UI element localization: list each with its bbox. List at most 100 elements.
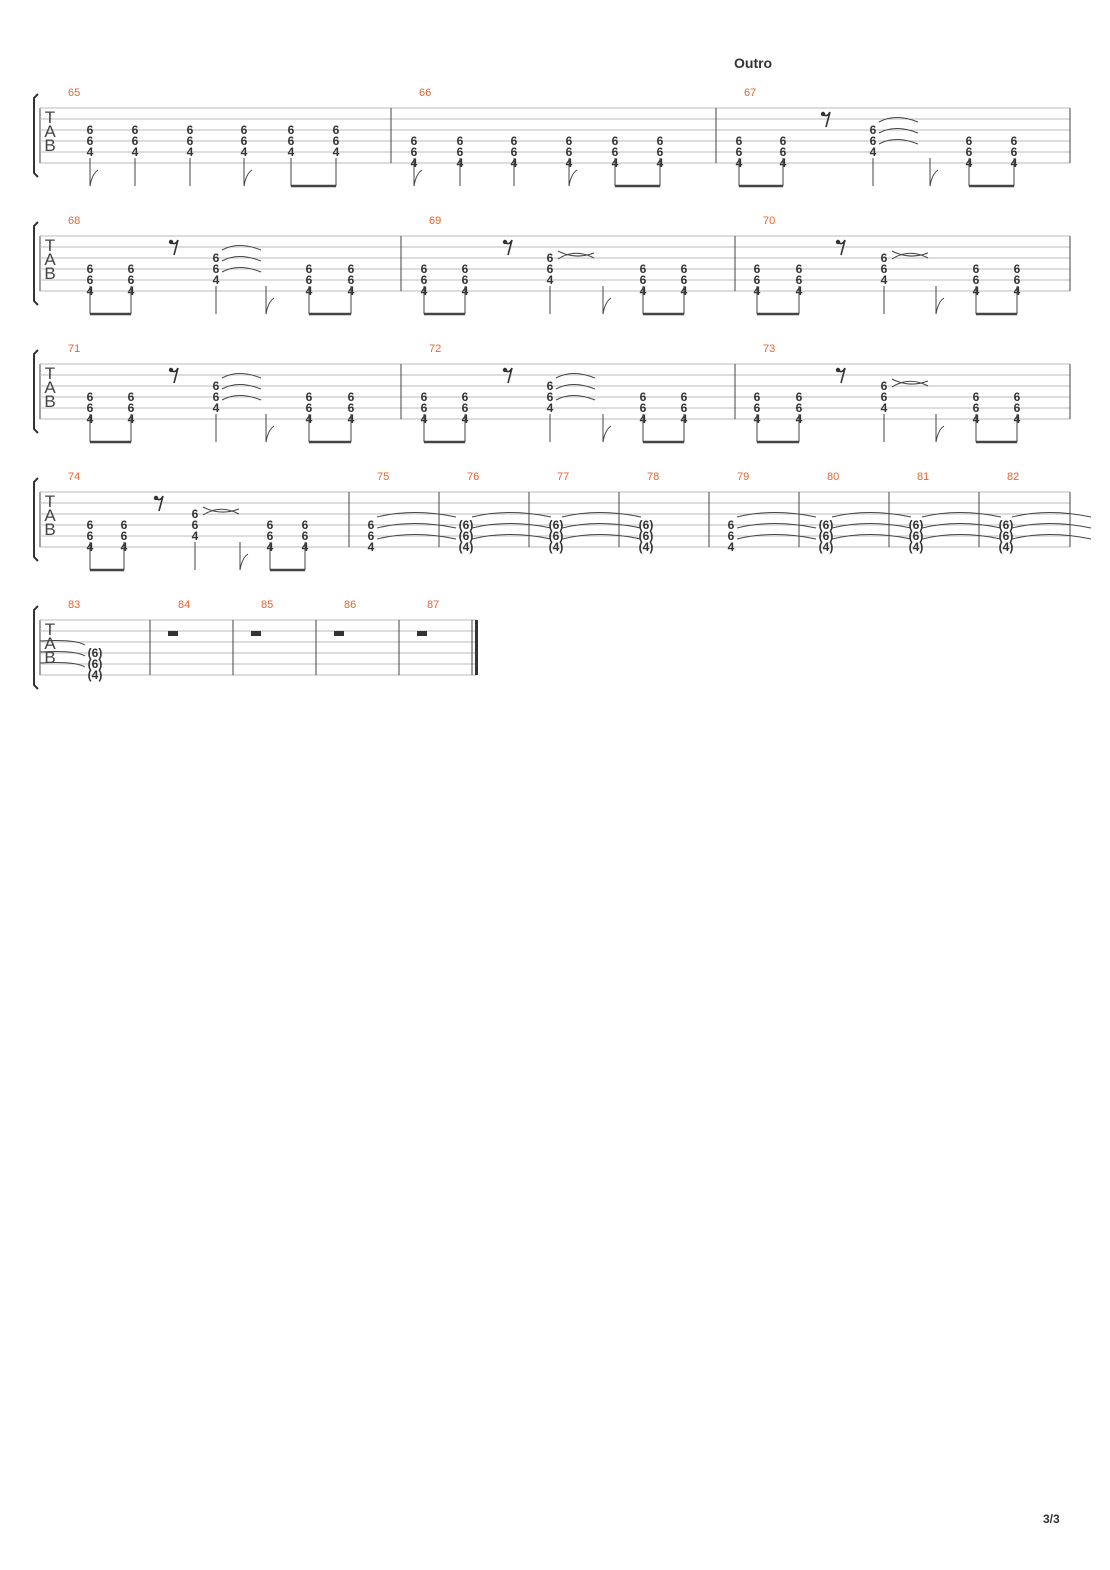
fret-number: 6 <box>87 518 94 532</box>
note-flag <box>935 425 945 443</box>
fret-number: 6 <box>421 401 428 415</box>
fret-number: 6 <box>657 134 664 148</box>
fret-number: 6 <box>640 401 647 415</box>
tie-arc <box>921 523 1002 529</box>
fret-number: 4 <box>213 401 220 415</box>
tab-system-2: TAB6866466466466466469664664664664664706… <box>33 215 1071 316</box>
tab-clef-letter: T <box>45 492 55 511</box>
tab-system-1: TAB6566466466466466466466664664664664664… <box>33 87 1071 188</box>
measure-77: 77(6)(6)(4) <box>549 471 642 554</box>
fret-number: 6 <box>973 262 980 276</box>
eighth-rest <box>835 239 846 256</box>
note-flag <box>243 169 253 187</box>
fret-number: 6 <box>1014 390 1021 404</box>
chord: 664 <box>881 250 929 287</box>
fret-number: 6 <box>87 273 94 287</box>
tie-arc <box>891 252 929 260</box>
fret-number: 6 <box>128 273 135 287</box>
tie-arc <box>471 534 552 540</box>
eighth-rest <box>153 495 164 512</box>
chord: 664 <box>213 373 262 415</box>
measure-number: 76 <box>467 471 479 483</box>
tie-arc <box>1011 523 1092 529</box>
measure-74: 74664664664664664 <box>68 471 309 572</box>
measure-72: 72664664664664664 <box>421 343 688 444</box>
tab-clef-letter: T <box>45 364 55 383</box>
tie-arc <box>555 384 596 390</box>
measure-68: 68664664664664664 <box>68 215 355 316</box>
tie-arc <box>221 395 262 401</box>
system-bracket <box>33 605 39 690</box>
tie-arc <box>221 267 262 273</box>
tab-clef-letter: T <box>45 108 55 127</box>
tie-arc <box>891 378 929 385</box>
fret-number: 6 <box>302 529 309 543</box>
fret-number: (6) <box>88 646 103 660</box>
tie-arc <box>561 534 642 540</box>
fret-number: 6 <box>736 134 743 148</box>
fret-number: 6 <box>333 123 340 137</box>
measure-number: 87 <box>427 599 439 611</box>
tab-clef-letter: A <box>44 122 56 141</box>
fret-number: 6 <box>547 251 554 265</box>
measure-number: 78 <box>647 471 659 483</box>
fret-number: 6 <box>728 518 735 532</box>
fret-number: 6 <box>681 401 688 415</box>
fret-number: 6 <box>736 145 743 159</box>
fret-number: 4 <box>368 540 375 554</box>
fret-number: 4 <box>87 145 94 159</box>
tie-arc <box>736 523 817 529</box>
fret-number: 6 <box>547 379 554 393</box>
fret-number: 4 <box>881 401 888 415</box>
half-rest <box>251 631 261 636</box>
fret-number: 6 <box>973 401 980 415</box>
measure-69: 69664664664664664 <box>421 215 688 316</box>
measure-71: 71664664664664664 <box>68 343 355 444</box>
tab-clef-letter: A <box>44 378 56 397</box>
note-flag <box>602 297 612 315</box>
fret-number: 6 <box>754 390 761 404</box>
fret-number: (6) <box>639 529 654 543</box>
fret-number: 4 <box>213 273 220 287</box>
tie-arc <box>221 373 262 379</box>
fret-number: 6 <box>612 134 619 148</box>
fret-number: 6 <box>462 262 469 276</box>
fret-number: 4 <box>870 145 877 159</box>
fret-number: 6 <box>966 134 973 148</box>
note-flag <box>568 169 578 187</box>
measure-84: 84 <box>168 599 190 636</box>
fret-number: (6) <box>909 518 924 532</box>
fret-number: (4) <box>819 540 834 554</box>
eighth-rest-dot <box>502 367 508 373</box>
measure-number: 69 <box>429 215 441 227</box>
fret-number: 6 <box>306 401 313 415</box>
fret-number: 6 <box>421 390 428 404</box>
tie-arc <box>831 512 912 518</box>
measure-70: 70664664664664664 <box>754 215 1021 316</box>
fret-number: (6) <box>459 529 474 543</box>
tie-arc <box>921 534 1002 540</box>
chord: (6)(6)(4) <box>819 512 912 554</box>
tie-arc <box>471 523 552 529</box>
note-flag <box>265 425 275 443</box>
fret-number: 6 <box>796 390 803 404</box>
tie-arc <box>891 380 929 388</box>
eighth-rest-dot <box>168 239 174 245</box>
fret-number: (6) <box>549 529 564 543</box>
tie-arc <box>557 252 595 260</box>
chord: 664 <box>187 123 194 159</box>
chord: 664 <box>333 123 340 159</box>
fret-number: 6 <box>87 390 94 404</box>
chord: 664 <box>547 373 596 415</box>
fret-number: 6 <box>132 134 139 148</box>
fret-number: 4 <box>132 145 139 159</box>
measure-number: 68 <box>68 215 80 227</box>
fret-number: 6 <box>368 529 375 543</box>
tab-clef-letter: A <box>44 506 56 525</box>
fret-number: 6 <box>128 401 135 415</box>
fret-number: 4 <box>547 273 554 287</box>
chord: 664 <box>132 123 139 159</box>
tie-arc <box>561 523 642 529</box>
half-rest <box>417 631 427 636</box>
